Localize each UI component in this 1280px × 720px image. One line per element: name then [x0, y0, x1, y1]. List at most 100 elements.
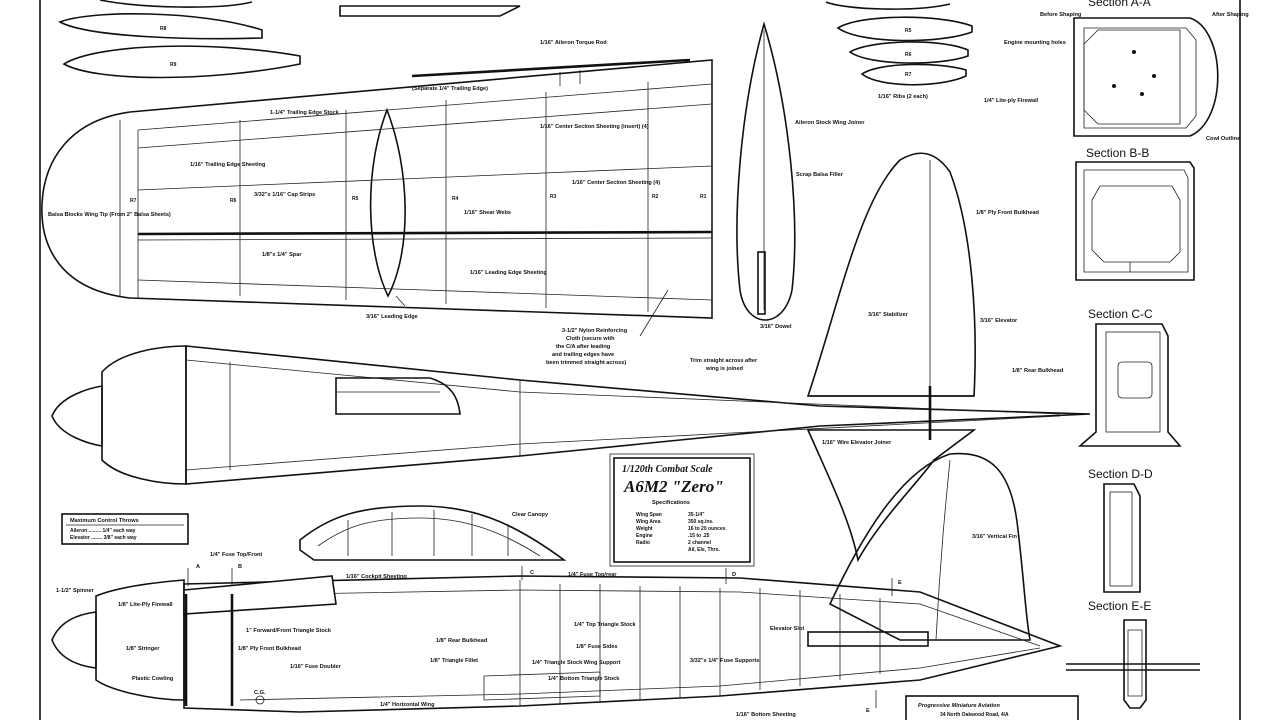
label-reinforcing-5: been trimmed straight across)	[546, 360, 626, 366]
label-bottom-sheeting: 1/16" Bottom Sheeting	[736, 712, 796, 718]
label-wing-joiner: Aileron Stock Wing Joiner	[795, 120, 865, 126]
label-te-stock: 1-1/4" Trailing Edge Stock	[270, 110, 340, 116]
rib-number-r6: R6	[230, 198, 237, 204]
label-le-sheeting: 1/16" Leading Edge Sheeting	[470, 270, 548, 276]
control-throws-box: Maximum Control Throws Aileron .........…	[61, 513, 189, 545]
rib-templates-right: R5 R6 R7 1/16" Ribs (2 each)	[825, 1, 973, 100]
label-elevator: 3/16" Elevator	[980, 318, 1018, 324]
station-c: C	[530, 570, 534, 576]
rib-number-r7: R7	[130, 198, 137, 204]
spec-value: .15 to .25	[688, 533, 710, 539]
part-tag-r6: R6	[905, 52, 912, 58]
rib-number-r1: R1	[700, 194, 707, 200]
label-vertical-fin: 3/16" Vertical Fin	[972, 534, 1018, 540]
label-cockpit-sheeting: 1/16" Cockpit Sheeting	[346, 574, 407, 580]
fuselage-top-view	[51, 345, 1091, 485]
label-after-shaping: After Shaping	[1212, 12, 1249, 18]
company-box: Progressive Miniature Aviation 34 North …	[905, 695, 1079, 720]
wing-panel: R7 R6 R5 R4 R3 R2 R1 1/16" Aileron Torqu…	[41, 40, 713, 366]
label-cap-strips: 3/32"x 1/16" Cap Strips	[254, 192, 315, 198]
label-fuse-top-rear: 1/4" Fuse Top/rear	[568, 572, 617, 578]
spec-value: Ail, Ele, Thro.	[688, 547, 721, 553]
label-reinforcing-4: and trailing edges have	[552, 352, 614, 358]
station-d: D	[732, 572, 736, 578]
company-name: Progressive Miniature Aviation	[918, 703, 1000, 709]
label-lite-firewall: 1/4" Lite-ply Firewall	[984, 98, 1039, 104]
rib-number-r5: R5	[352, 196, 359, 202]
label-bottom-triangle: 1/4" Bottom Triangle Stock	[548, 676, 620, 682]
label-center-sheet-insert: 1/16" Center Section Sheeting (insert) (…	[540, 124, 649, 130]
spec-value: 2 channel	[688, 540, 712, 546]
label-rear-bulkhead-section: 1/8" Rear Bulkhead	[1012, 368, 1064, 374]
label-cowl-outline: Cowl Outline	[1206, 136, 1240, 142]
label-before-shaping: Before Shaping	[1040, 12, 1082, 18]
spec-key: Weight	[636, 526, 653, 532]
label-fuse-doubler: 1/16" Fuse Doubler	[290, 664, 342, 670]
label-reinforcing-2: Cloth (secure with	[566, 336, 615, 342]
station-a: A	[196, 564, 200, 570]
label-trim-2: wing is joined	[705, 366, 744, 372]
vertical-fin: 3/16" Vertical Fin	[828, 452, 1031, 641]
station-b: B	[238, 564, 242, 570]
label-triangle-fillet: 1/8" Triangle Fillet	[430, 658, 478, 664]
section-a: Section A-A Before Shaping After Shaping…	[984, 0, 1249, 142]
rib-number-r4: R4	[452, 196, 459, 202]
section-b: Section B-B 1/8" Ply Front Bulkhead	[976, 146, 1195, 281]
canopy-part: Clear Canopy	[299, 505, 567, 561]
label-plastic-cowling: Plastic Cowling	[132, 676, 174, 682]
label-separate-te: (Separate 1/4" Trailing Edge)	[412, 86, 488, 92]
part-tag-r9: R9	[170, 62, 177, 68]
label-leading-edge: 3/16" Leading Edge	[366, 314, 418, 320]
spec-key: Wing Span	[636, 512, 662, 518]
label-elevator-slot: Elevator Slot	[770, 626, 804, 632]
station-e-bottom: E	[866, 708, 870, 714]
top-strip-part	[39, 0, 1241, 720]
label-dowel: 3/16" Dowel	[760, 324, 792, 330]
wing-joiner-part: Aileron Stock Wing Joiner Scrap Balsa Fi…	[690, 21, 865, 372]
rib-templates-left: R8 R9	[58, 0, 301, 79]
label-ribs-note: 1/16" Ribs (2 each)	[878, 94, 928, 100]
part-tag-r5: R5	[905, 28, 912, 34]
fuselage-side-view: 1-1/2" Spinner 1/4" Fuse Top/Front 1/8" …	[51, 552, 1063, 718]
label-triangle-stock-wing: 1/4" Triangle Stock Wing Support	[532, 660, 621, 666]
spec-key: Engine	[636, 533, 653, 539]
label-reinforcing-1: 3-1/2" Nylon Reinforcing	[562, 328, 628, 334]
station-e: E	[898, 580, 902, 586]
label-shear-webs: 1/16" Shear Webs	[464, 210, 511, 216]
title-block: 1/120th Combat Scale A6M2 "Zero" Specifi…	[609, 453, 755, 567]
label-rear-bulkhead: 1/8" Rear Bulkhead	[436, 638, 488, 644]
label-stringer: 1/8" Stringer	[126, 646, 160, 652]
label-fuse-supports: 3/32"x 1/4" Fuse Supports	[690, 658, 759, 664]
company-address: 34 North Oakwood Road, 4/A	[940, 712, 1009, 718]
part-tag-r8: R8	[160, 26, 167, 32]
rib-number-r2: R2	[652, 194, 659, 200]
label-te-sheeting: 1/16" Trailing Edge Sheeting	[190, 162, 266, 168]
label-clear-canopy: Clear Canopy	[512, 512, 549, 518]
label-ply-front-bulkhead-section: 1/8" Ply Front Bulkhead	[976, 210, 1040, 216]
label-stabilizer: 3/16" Stabilizer	[868, 312, 909, 318]
section-e-title: Section E-E	[1088, 599, 1151, 613]
label-lite-ply-firewall: 1/8" Lite-Ply Firewall	[118, 602, 173, 608]
label-spar: 1/8"x 1/4" Spar	[262, 252, 302, 258]
label-ply-front-bulkhead: 1/8" Ply Front Bulkhead	[238, 646, 302, 652]
control-throws-title: Maximum Control Throws	[70, 518, 139, 524]
label-engine-holes: Engine mounting holes	[1004, 40, 1066, 46]
section-d: Section D-D	[1088, 467, 1153, 593]
section-b-title: Section B-B	[1086, 146, 1149, 160]
label-cg: C.G.	[254, 690, 266, 696]
spec-key: Radio	[636, 540, 650, 546]
spec-table: Wing Span 35-1/4" Wing Area 350 sq.ins. …	[636, 512, 726, 553]
title-scale: 1/120th Combat Scale	[622, 464, 713, 475]
label-spinner: 1-1/2" Spinner	[56, 588, 95, 594]
part-tag-r7: R7	[905, 72, 912, 78]
label-fuse-top-front: 1/4" Fuse Top/Front	[210, 552, 262, 558]
section-c-title: Section C-C	[1088, 307, 1153, 321]
section-e: Section E-E	[1066, 599, 1200, 709]
label-elevator-joiner: 1/16" Wire Elevator Joiner	[822, 440, 892, 446]
spec-value: 16 to 20 ounces	[688, 526, 726, 532]
spec-value: 350 sq.ins.	[688, 519, 714, 525]
rib-number-r3: R3	[550, 194, 557, 200]
spec-value: 35-1/4"	[688, 512, 705, 518]
section-d-title: Section D-D	[1088, 467, 1153, 481]
